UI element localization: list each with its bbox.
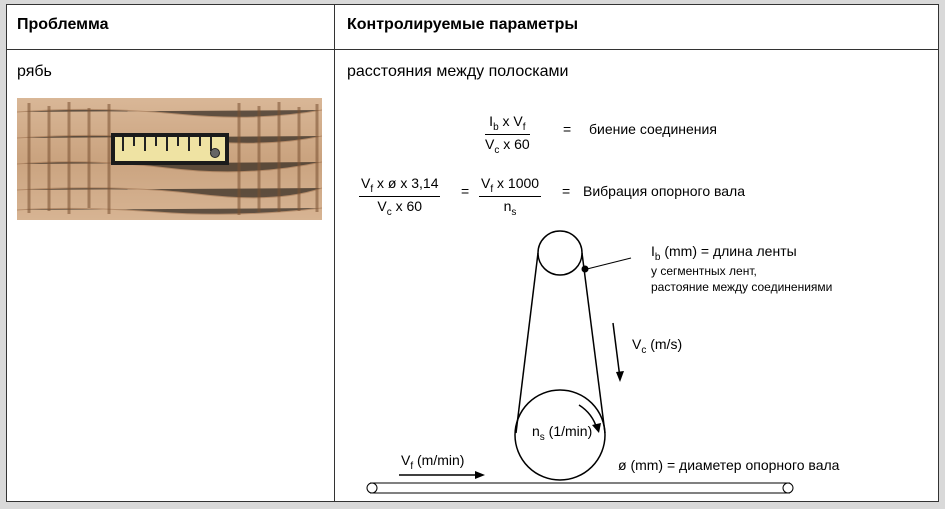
f2-left-den-sub: c — [386, 206, 392, 218]
f1-num-a: I — [489, 113, 494, 129]
formula2-result: Вибрация опорного вала — [583, 183, 746, 199]
f1-num-a-sub: b — [493, 121, 499, 133]
f2-mid-den: n — [503, 197, 512, 214]
vf-label: Vf (m/min) — [401, 452, 464, 472]
f2-left-num-sub: f — [370, 183, 374, 195]
belt-left — [515, 252, 539, 434]
formula1-result: биение соединения — [589, 121, 717, 137]
vc-arrow — [612, 322, 621, 379]
lb-symbol: I — [651, 243, 655, 259]
lb-text: (mm) = длина ленты — [660, 243, 797, 259]
f2-left-den: V — [377, 197, 387, 214]
lb-sub: b — [654, 251, 661, 263]
formula2-equals-2: = — [562, 183, 571, 199]
lb-label: Ib (mm) = длина ленты — [651, 243, 797, 263]
f2-left-num-rest: x ø x 3,14 — [373, 175, 439, 191]
parameters-text: расстояния между полосками — [347, 63, 569, 80]
contact-roller — [514, 389, 606, 481]
joint-dot — [581, 265, 589, 273]
ns-symbol: n — [532, 423, 540, 439]
f2-left-num: V — [361, 175, 371, 191]
vf-symbol: V — [401, 452, 411, 468]
vf-text: (m/min) — [413, 452, 465, 468]
vc-symbol: V — [632, 336, 642, 352]
lb-leader — [586, 257, 632, 270]
formula1-fraction: Ib x Vf Vc x 60 — [485, 113, 530, 156]
problem-text: рябь — [17, 63, 52, 80]
formula2-mid-fraction: Vf x 1000 ns — [479, 175, 542, 218]
f1-den-a: V — [485, 135, 495, 152]
vc-text: (m/s) — [646, 336, 683, 352]
formula2-equals-1: = — [461, 183, 470, 199]
belt-diagram — [366, 230, 794, 494]
f2-left-den-rest: x 60 — [391, 197, 423, 214]
vf-sub: f — [410, 460, 414, 472]
f1-den-b: x 60 — [499, 135, 530, 152]
f2-mid-den-sub: s — [511, 206, 517, 218]
belt-right — [581, 252, 606, 434]
f1-num-b-sub: f — [522, 121, 526, 133]
table: Проблемма Контролируемые параметры рябь … — [6, 4, 939, 502]
vc-label: Vc (m/s) — [632, 336, 682, 356]
lb-note-1: у сегментных лент, — [651, 264, 757, 278]
lb-note-2: растояние между соединениями — [651, 280, 833, 294]
f2-mid-num: V — [481, 175, 491, 191]
header-problem: Проблемма — [17, 16, 109, 33]
vc-sub: c — [641, 344, 647, 356]
diameter-label: ø (mm) = диаметер опорного вала — [618, 457, 840, 473]
f1-den-a-sub: c — [494, 144, 500, 156]
f2-mid-num-sub: f — [490, 183, 494, 195]
top-roller — [537, 230, 583, 276]
column-divider — [334, 5, 335, 501]
header-parameters: Контролируемые параметры — [347, 16, 578, 33]
ns-text: (1/min) — [544, 423, 593, 439]
wood-surface-image — [17, 98, 322, 220]
table-header-row — [7, 5, 938, 50]
ns-label: ns (1/min) — [532, 423, 592, 443]
ns-sub: s — [539, 431, 545, 443]
f1-num-b: x V — [498, 113, 523, 129]
f2-mid-num-rest: x 1000 — [493, 175, 540, 191]
formula1-equals: = — [563, 121, 572, 137]
formula2-left-fraction: Vf x ø x 3,14 Vc x 60 — [359, 175, 441, 218]
